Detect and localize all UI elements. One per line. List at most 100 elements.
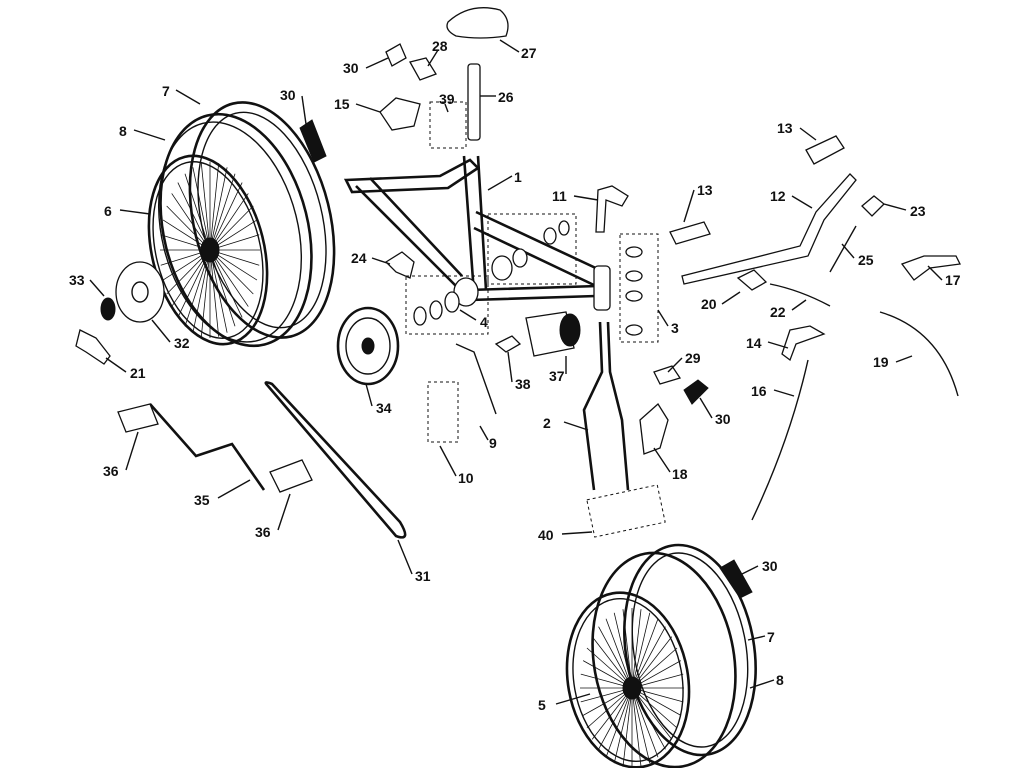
brake-lever-front: [781, 325, 826, 362]
callout-40: 40: [538, 527, 554, 543]
leader-line: [767, 341, 789, 349]
leader-line: [657, 309, 669, 327]
leader-line: [125, 431, 139, 471]
front-wheel-assembly: [565, 543, 757, 769]
brake-lever-right: [861, 195, 885, 217]
rear-wheel-spoke: [209, 182, 243, 251]
leader-line: [397, 539, 413, 575]
leader-line: [749, 679, 775, 689]
leader-line: [747, 635, 766, 641]
leader-line: [667, 357, 683, 373]
callout-30: 30: [715, 411, 731, 427]
rear-wheel-spoke: [209, 249, 236, 327]
callout-5: 5: [538, 697, 546, 713]
leader-line: [507, 351, 513, 383]
callout-21: 21: [130, 365, 146, 381]
front-wheel-spoke: [613, 687, 633, 764]
front-fork: [582, 321, 630, 491]
callout-13: 13: [697, 182, 713, 198]
callout-19: 19: [873, 354, 889, 370]
leader-line: [699, 397, 713, 419]
rear-wheel-spoke: [177, 182, 211, 251]
rear-dropout: [75, 329, 111, 365]
rear-wheel-spoke: [209, 173, 236, 251]
callout-22: 22: [770, 304, 786, 320]
cable-25: [829, 225, 857, 273]
front-wheel-spoke: [605, 687, 633, 758]
callout-15: 15: [334, 96, 350, 112]
leader-line: [741, 565, 759, 575]
callout-26: 26: [498, 89, 514, 105]
leader-line: [561, 531, 593, 535]
callout-8: 8: [119, 123, 127, 139]
leader-line: [773, 389, 795, 397]
rear-brake-caliper: [379, 97, 421, 131]
front-wheel-spoke: [631, 626, 666, 689]
callout-30: 30: [280, 87, 296, 103]
leader-line: [841, 243, 855, 259]
callout-24: 24: [351, 250, 367, 266]
crank-axle: [455, 343, 497, 415]
callout-30: 30: [343, 60, 359, 76]
callout-27: 27: [521, 45, 537, 61]
leader-line: [791, 195, 813, 209]
leader-line: [277, 493, 291, 531]
rear-wheel-spoke: [209, 249, 228, 333]
freewheel-sprocket: [100, 297, 116, 321]
leader-line: [119, 209, 151, 215]
front-wheel-spoke: [631, 609, 642, 689]
callout-30: 30: [762, 558, 778, 574]
rear-wheel-spoke: [192, 249, 211, 333]
callout-10: 10: [458, 470, 474, 486]
callout-2: 2: [543, 415, 551, 431]
callout-16: 16: [751, 383, 767, 399]
grip-right: [805, 135, 845, 165]
rear-wheel-spoke: [209, 163, 220, 251]
front-wheel-spoke: [631, 636, 673, 689]
rear-wheel-assembly: [147, 101, 336, 348]
fork-clamp: [653, 365, 682, 385]
front-wheel-spoke: [622, 609, 633, 689]
callout-8: 8: [776, 672, 784, 688]
leader-line: [105, 357, 127, 373]
leader-line: [487, 175, 513, 191]
leader-line: [573, 195, 599, 201]
callout-11: 11: [552, 188, 567, 204]
brake-lever-left: [736, 269, 768, 291]
leader-line: [555, 693, 591, 705]
callout-18: 18: [672, 466, 688, 482]
rear-wheel-spoke: [184, 249, 211, 327]
reflector-fork: [683, 379, 709, 405]
callout-6: 6: [104, 203, 112, 219]
rear-wheel-spoke: [209, 249, 243, 318]
leader-line: [499, 39, 520, 53]
rear-wheel-spoke: [200, 163, 211, 251]
callout-1: 1: [514, 169, 522, 185]
callout-20: 20: [701, 296, 717, 312]
leader-line: [883, 203, 907, 211]
leader-line: [563, 421, 589, 431]
callout-25: 25: [858, 252, 874, 268]
callout-36: 36: [255, 524, 271, 540]
leader-line: [444, 103, 449, 113]
front-wheel-spoke: [598, 626, 633, 689]
callout-13: 13: [777, 120, 793, 136]
callout-7: 7: [162, 83, 170, 99]
leader-line: [895, 355, 913, 363]
front-wheel-spoke: [631, 612, 651, 689]
leader-line: [721, 291, 741, 305]
leader-line: [355, 103, 381, 113]
rear-wheel-spoke: [177, 249, 211, 318]
cable-16: [751, 359, 809, 521]
rear-wheel-spoke: [184, 173, 211, 251]
chainring: [336, 306, 400, 386]
leader-line: [427, 49, 439, 67]
handlebar-stem: [595, 185, 629, 233]
callout-9: 9: [489, 435, 497, 451]
rear-wheel-spoke: [171, 249, 211, 307]
callout-35: 35: [194, 492, 210, 508]
callout-34: 34: [376, 400, 392, 416]
front-wheel-spoke: [605, 618, 633, 689]
callout-23: 23: [910, 203, 926, 219]
